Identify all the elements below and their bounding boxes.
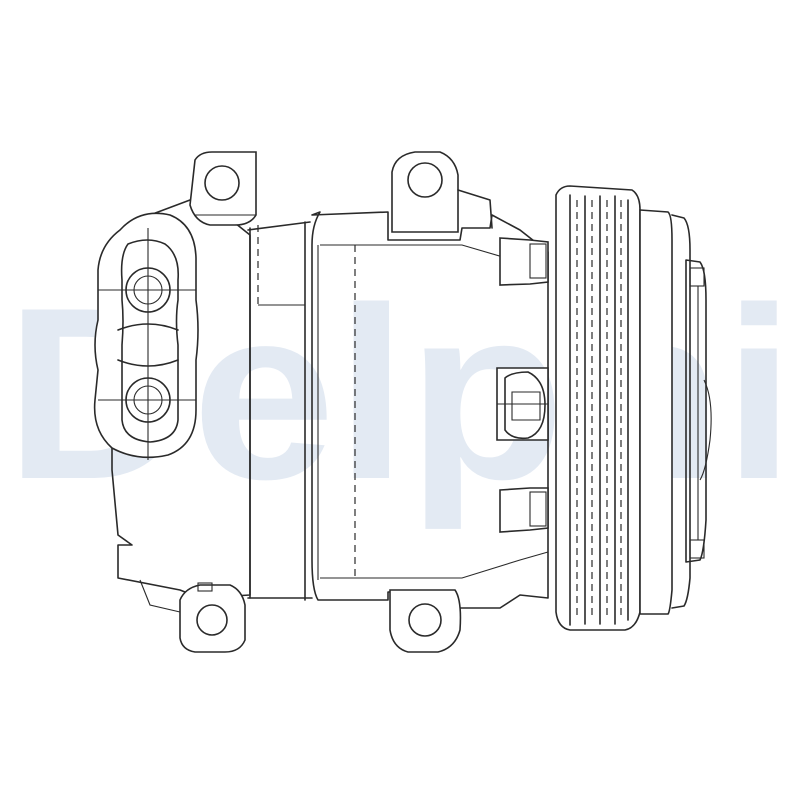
bolt-hole-bottom-left [196,604,228,636]
mounting-ear-bottom-left [179,582,246,653]
through-bolt-lower [499,487,549,533]
bolt-hole-top-center [407,162,443,198]
clutch-hub [639,209,712,615]
clutch-connector [496,367,549,441]
bolt-hole-bottom-center [408,603,442,637]
pulley [555,185,641,631]
port-manifold [93,212,199,460]
through-bolt-upper [499,237,549,286]
mounting-ear-top-center [391,151,493,233]
bolt-hole-top-left [204,165,240,201]
mounting-ear-bottom-center [389,589,462,653]
mounting-ear-top-left [189,151,257,226]
